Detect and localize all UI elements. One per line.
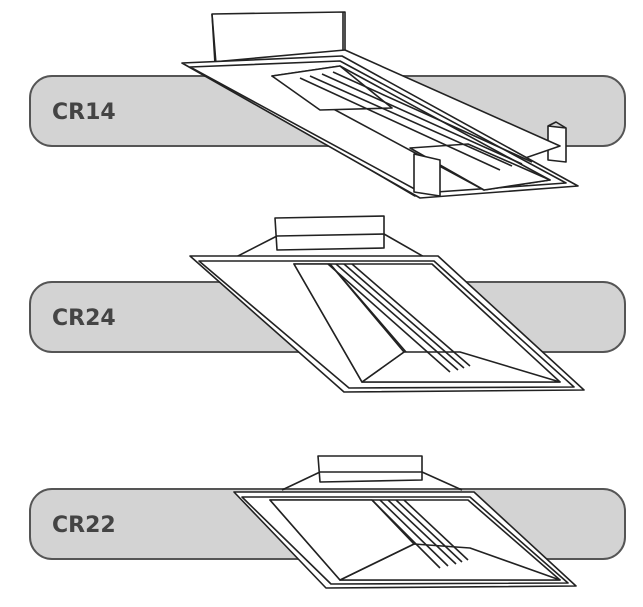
product-row-cr14: CR14 <box>29 11 626 199</box>
model-label: CR14 <box>52 100 116 125</box>
fixture-drawing <box>233 455 577 589</box>
product-row-cr22: CR22 <box>29 455 626 589</box>
model-label: CR24 <box>52 306 116 331</box>
fixture-drawing <box>181 11 579 199</box>
fixture-drawing <box>189 215 585 393</box>
model-label: CR22 <box>52 513 116 538</box>
product-row-cr24: CR24 <box>29 215 626 393</box>
